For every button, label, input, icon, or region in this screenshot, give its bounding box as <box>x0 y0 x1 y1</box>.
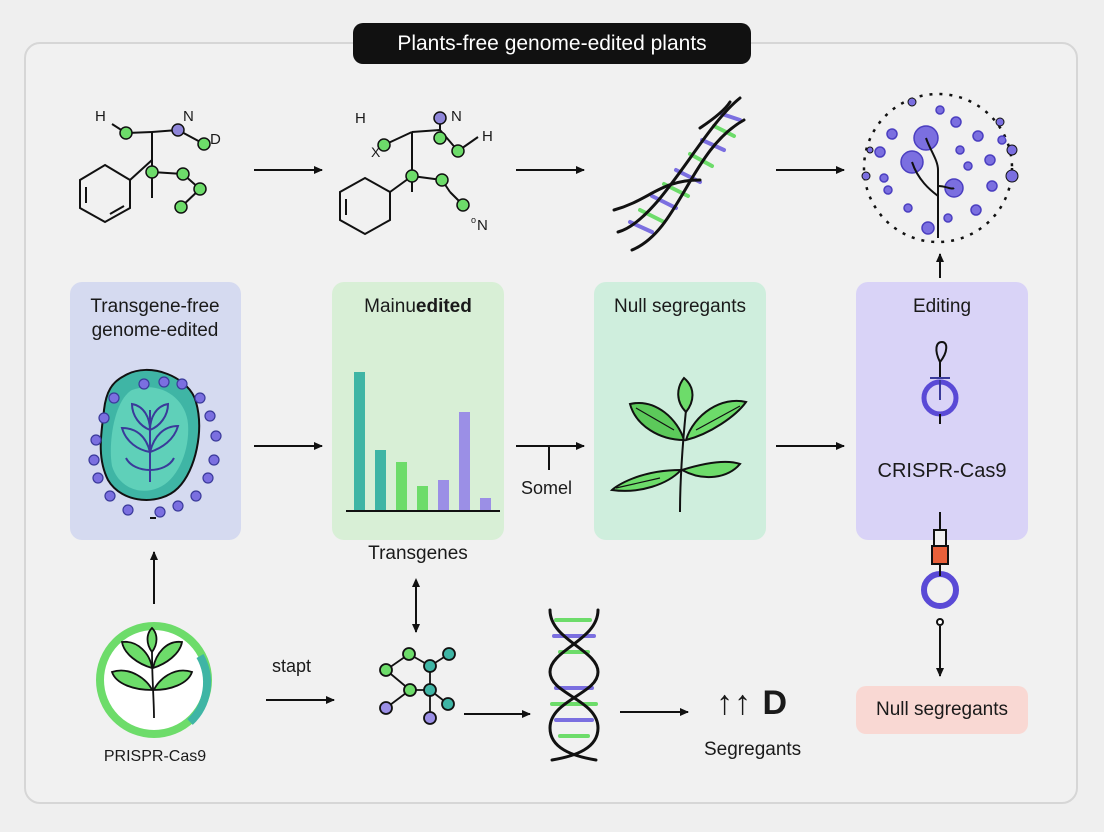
molecule2-h-label: H <box>355 110 366 127</box>
molecule2-x-label: X <box>371 144 381 160</box>
panel4-label: Editing <box>912 296 972 317</box>
panel-editing <box>856 282 1028 540</box>
molecule1-n-label: N <box>183 108 194 125</box>
molecule2-n-label: N <box>451 108 462 125</box>
molecule2-h2-label: H <box>482 128 493 145</box>
molecule1-d-label: D <box>210 131 221 148</box>
segregants-symbols: ↑↑ D <box>716 684 788 722</box>
dna-helix-top <box>612 96 746 252</box>
molecule2-sup-label: o <box>471 215 477 225</box>
middle-arrows <box>254 253 944 470</box>
network-molecule <box>379 647 456 725</box>
cell-circle <box>861 92 1019 244</box>
bottom-plant-circle <box>96 622 212 738</box>
panel4-cas9-icons <box>921 340 959 424</box>
molecule-2-atoms <box>377 111 470 212</box>
panel2-bar-chart <box>346 372 500 512</box>
dna-helix-bottom <box>548 608 600 762</box>
panel1-cell <box>88 369 222 519</box>
crispr-cas9-label: CRISPR-Cas9 <box>877 460 1007 482</box>
vertical-arrows <box>150 551 420 633</box>
transgenes-label: Transgenes <box>368 543 468 564</box>
stapt-label: stapt <box>272 656 312 676</box>
panel3-plant <box>609 376 748 513</box>
panel2-label-part1: Mainu <box>364 296 416 317</box>
panel2-label-part2: edited <box>415 296 472 317</box>
bottom-arrows <box>266 696 689 718</box>
panel2-label: Mainuedited <box>364 296 472 318</box>
crispr-tool <box>921 512 959 677</box>
diagram-title: Plants-free genome-edited plants <box>353 23 751 64</box>
somel-label: Somel <box>521 478 573 498</box>
null-segregants-box: Null segregants <box>856 686 1028 734</box>
prispr-cas9-label: PRISPR-Cas9 <box>103 748 207 765</box>
molecule2-n2-label: N <box>477 217 488 234</box>
panel1-label-line1: Transgene-free <box>90 296 220 317</box>
molecule1-h-label: H <box>95 108 106 125</box>
molecule-1-atoms <box>119 123 211 214</box>
panel3-label: Null segregants <box>613 296 747 317</box>
panel1-label-line2: genome-edited <box>91 320 219 341</box>
segregants-label: Segregants <box>704 739 802 760</box>
